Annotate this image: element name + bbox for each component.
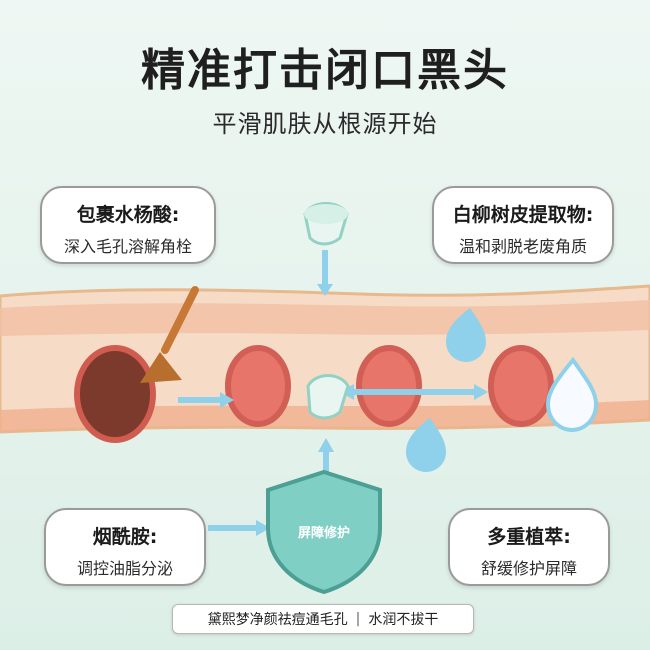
clogged-pore xyxy=(74,345,156,443)
callout-botanicals: 多重植萃: 舒缓修护屏障 xyxy=(448,508,610,586)
brush-icon xyxy=(140,286,199,383)
callout-title: 烟酰胺: xyxy=(92,526,158,548)
pores-group xyxy=(74,345,554,443)
page-subtitle: 平滑肌肤从根源开始 xyxy=(212,110,438,138)
callout-niacinamide: 烟酰胺: 调控油脂分泌 xyxy=(44,508,206,586)
ingredient-cup-icon xyxy=(303,202,350,420)
page-title: 精准打击闭口黑头 xyxy=(141,45,509,96)
shield-label: 屏障修护 xyxy=(297,526,350,541)
callout-title: 多重植萃: xyxy=(487,526,571,548)
footer-separator: | xyxy=(355,611,361,627)
footer-left: 黛熙梦净颜祛痘通毛孔 xyxy=(207,612,348,628)
pore xyxy=(356,345,422,427)
callout-text: 深入毛孔溶解角栓 xyxy=(63,237,192,256)
callout-text: 调控油脂分泌 xyxy=(76,559,173,578)
callout-willow-bark: 白柳树皮提取物: 温和剥脱老废角质 xyxy=(432,186,614,264)
water-drop-icon xyxy=(406,308,599,472)
pore xyxy=(225,345,291,427)
footer-bar: 黛熙梦净颜祛痘通毛孔 | 水润不拔干 xyxy=(172,604,474,634)
upper-skin-band xyxy=(0,300,650,336)
footer-right: 水润不拔干 xyxy=(368,612,439,628)
callout-title: 包裹水杨酸: xyxy=(76,204,180,226)
callout-title: 白柳树皮提取物: xyxy=(452,204,594,226)
callout-text: 舒缓修护屏障 xyxy=(480,559,577,578)
callout-salicylic-acid: 包裹水杨酸: 深入毛孔溶解角栓 xyxy=(40,186,216,264)
shield-icon xyxy=(266,469,382,595)
pore xyxy=(488,345,554,427)
callout-text: 温和剥脱老废角质 xyxy=(458,237,587,256)
